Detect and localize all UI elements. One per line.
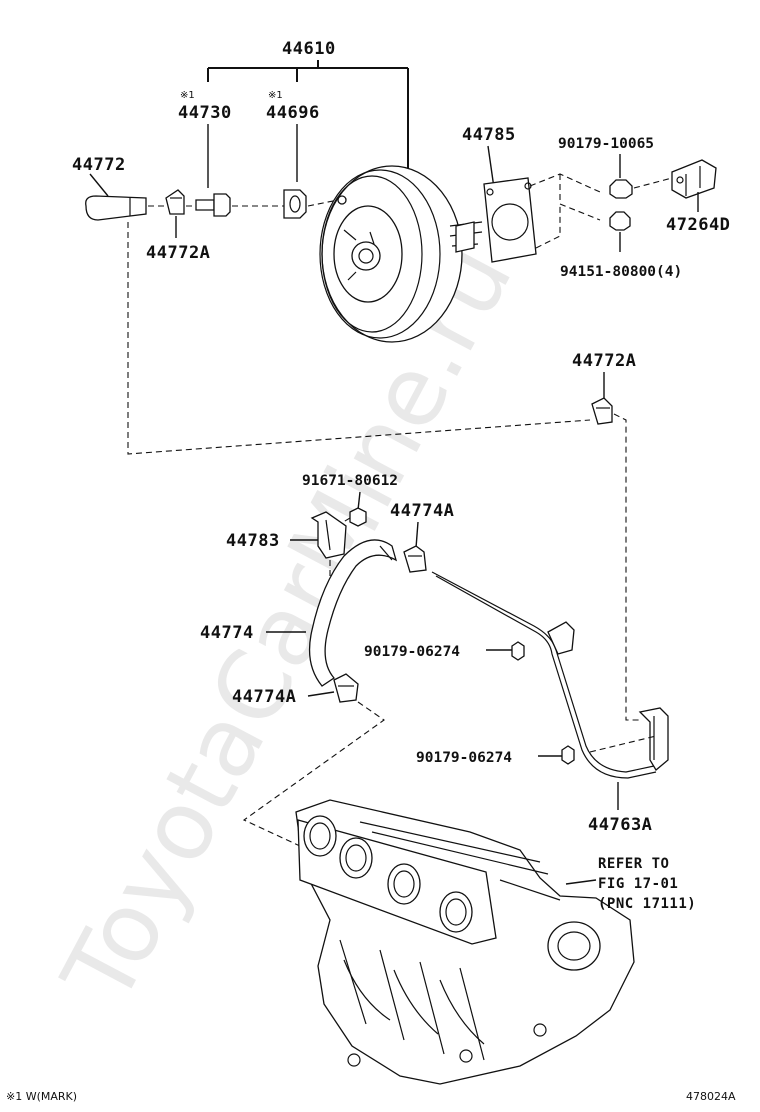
clevis-47264D bbox=[671, 159, 717, 199]
part-label-44774A-bottom[interactable]: 44774A bbox=[232, 687, 296, 707]
clamp-44774A-bottom bbox=[333, 673, 359, 703]
figure-id: 478024A bbox=[686, 1090, 736, 1103]
part-label-44772A-right[interactable]: 44772A bbox=[572, 351, 636, 371]
hose-44774 bbox=[308, 539, 398, 687]
check-valve-44730 bbox=[195, 193, 231, 217]
part-label-94151-80800[interactable]: 94151-80800(4) bbox=[560, 264, 682, 280]
hose-44772 bbox=[85, 195, 147, 221]
part-label-91671-80612[interactable]: 91671-80612 bbox=[302, 473, 398, 489]
pipe-44763A bbox=[547, 621, 669, 771]
refer-line-2[interactable]: FIG 17-01 bbox=[598, 876, 678, 892]
bracket-44610 bbox=[207, 60, 409, 170]
part-label-44785[interactable]: 44785 bbox=[462, 125, 516, 145]
nut-90179-06274-a bbox=[511, 641, 525, 661]
gasket-44785 bbox=[483, 177, 537, 263]
clamp-44772A-top bbox=[165, 189, 185, 215]
bolt-91671-80612 bbox=[349, 507, 367, 527]
part-label-44763A[interactable]: 44763A bbox=[588, 815, 652, 835]
part-label-44772[interactable]: 44772 bbox=[72, 155, 126, 175]
label-44610-group: 44610 bbox=[207, 39, 409, 170]
clamp-44774A-top bbox=[403, 545, 427, 573]
part-label-90179-06274-b[interactable]: 90179-06274 bbox=[416, 750, 512, 766]
part-label-44772A-top[interactable]: 44772A bbox=[146, 243, 210, 263]
part-label-90179-10065[interactable]: 90179-10065 bbox=[558, 136, 654, 152]
part-label-44730[interactable]: 44730 bbox=[178, 103, 232, 123]
nut-94151-80800 bbox=[609, 211, 631, 231]
mark-symbol-44696: ※1 bbox=[268, 90, 283, 101]
part-label-90179-06274-a[interactable]: 90179-06274 bbox=[364, 644, 460, 660]
part-label-47264D[interactable]: 47264D bbox=[666, 215, 730, 235]
clamp-44772A-right bbox=[591, 397, 613, 425]
part-label-44696[interactable]: 44696 bbox=[266, 103, 320, 123]
part-label-44783[interactable]: 44783 bbox=[226, 531, 280, 551]
part-label-44774[interactable]: 44774 bbox=[200, 623, 254, 643]
bracket-44783 bbox=[310, 511, 347, 559]
part-label-44610[interactable]: 44610 bbox=[282, 39, 336, 59]
part-label-44774A-top[interactable]: 44774A bbox=[390, 501, 454, 521]
grommet-44696 bbox=[283, 189, 307, 219]
footnote-mark: ※1 W(MARK) bbox=[6, 1090, 77, 1103]
intake-manifold bbox=[295, 799, 635, 1085]
nut-90179-10065 bbox=[609, 179, 633, 199]
mark-symbol-44730: ※1 bbox=[180, 90, 195, 101]
refer-line-3: (PNC 17111) bbox=[598, 896, 696, 912]
nut-90179-06274-b bbox=[561, 745, 575, 765]
refer-line-1: REFER TO bbox=[598, 856, 669, 872]
vacuum-pipe bbox=[431, 571, 657, 779]
brake-booster-44610 bbox=[319, 165, 483, 343]
